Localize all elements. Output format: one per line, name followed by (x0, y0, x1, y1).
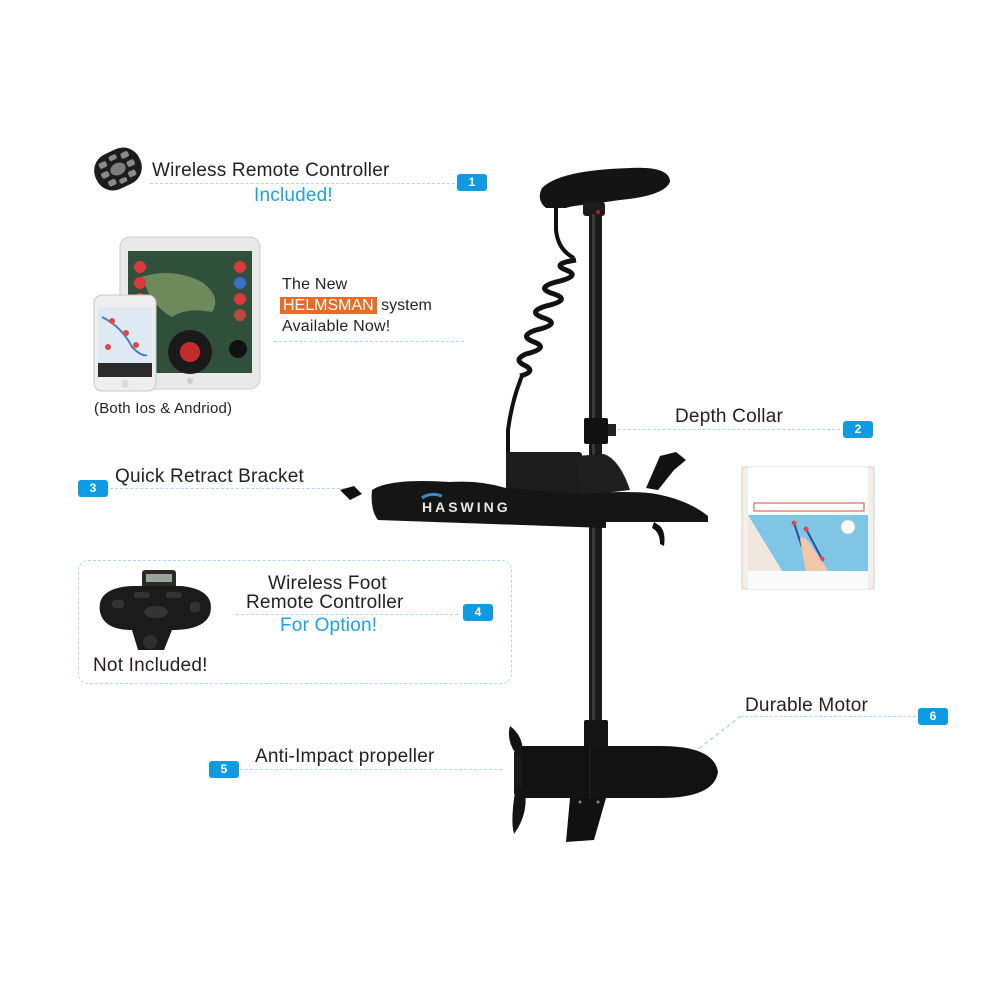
wireless-remote-included: Included! (254, 185, 333, 206)
callout-5-leader (240, 769, 502, 770)
foot-remote-for-option: For Option! (280, 615, 378, 636)
depth-collar-title: Depth Collar (675, 406, 784, 427)
callout-3-leader (110, 488, 345, 489)
quick-retract-bracket-title: Quick Retract Bracket (115, 466, 304, 487)
wireless-remote-image (94, 147, 142, 191)
helmsman-app-devices-image (93, 236, 261, 392)
callout-6-badge[interactable]: 6 (918, 708, 948, 725)
callout-1-badge[interactable]: 1 (457, 174, 487, 191)
helmsman-leader (274, 341, 464, 342)
foot-remote-not-included: Not Included! (93, 655, 208, 676)
helmsman-line2: HELMSMAN system (280, 297, 432, 315)
foot-remote-panel (78, 560, 512, 684)
callout-2-leader (618, 429, 840, 430)
helmsman-system-text: system (381, 297, 432, 314)
callout-6-leader (740, 716, 916, 717)
helmsman-line3: Available Now! (282, 318, 391, 335)
callout-4-badge[interactable]: 4 (463, 604, 493, 621)
anti-impact-propeller-title: Anti-Impact propeller (255, 746, 435, 767)
helmsman-highlight: HELMSMAN (280, 297, 377, 314)
helmsman-line1: The New (282, 276, 348, 293)
callout-1-leader (150, 183, 455, 184)
callout-4-leader (236, 614, 458, 615)
haswing-logo: HASWING (422, 499, 511, 515)
callout-2-badge[interactable]: 2 (843, 421, 873, 438)
callout-6-diagonal-leader (691, 715, 742, 755)
helmsman-platforms: (Both Ios & Andriod) (94, 400, 233, 417)
foot-remote-title-line1: Wireless Foot (268, 573, 387, 594)
wireless-remote-title: Wireless Remote Controller (152, 160, 390, 181)
callout-3-badge[interactable]: 3 (78, 480, 108, 497)
trolling-motor-image: HASWING (340, 167, 718, 842)
app-screenshot-image (741, 466, 875, 590)
callout-5-badge[interactable]: 5 (209, 761, 239, 778)
durable-motor-title: Durable Motor (745, 695, 868, 716)
foot-remote-image (99, 570, 211, 650)
foot-remote-title-line2: Remote Controller (246, 592, 404, 613)
